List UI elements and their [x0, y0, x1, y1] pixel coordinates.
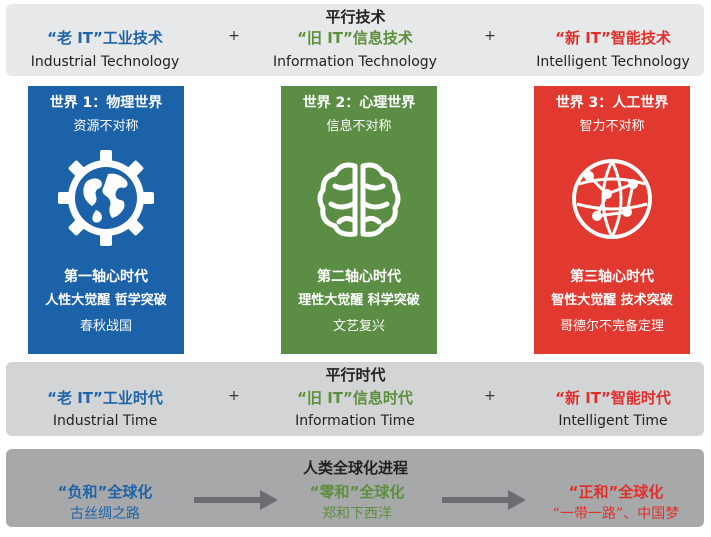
zero-sum-globalization-label: “零和”全球化: [309, 483, 405, 501]
world-3-breakthrough: 智性大觉醒 技术突破: [551, 293, 673, 308]
belt-and-road-china-dream-label: “一带一路”、中国梦: [552, 506, 680, 522]
world-2-era: 第二轴心时代: [317, 269, 401, 285]
globe-gear-icon: [58, 150, 154, 246]
plus-sign: +: [228, 388, 240, 404]
world-3-artificial-card: 世界 3：人工世界 智力不对称 第三轴心时代 智性大觉醒 技术突破 哥德尔不完备…: [534, 86, 690, 354]
plus-sign: +: [484, 388, 496, 404]
world-1-breakthrough: 人性大觉醒 哲学突破: [45, 293, 167, 308]
world-1-period: 春秋战国: [79, 319, 132, 334]
world-3-title: 世界 3：人工世界: [555, 95, 669, 111]
plus-sign: +: [228, 28, 240, 44]
world-1-subtitle: 资源不对称: [73, 119, 139, 134]
arrow-right-icon: [194, 490, 278, 510]
plus-sign: +: [484, 28, 496, 44]
old-it-industrial-tech-label: “老 IT”工业技术: [47, 29, 163, 47]
world-2-subtitle: 信息不对称: [326, 119, 392, 134]
intelligent-technology-label: Intelligent Technology: [536, 54, 690, 70]
old-it-information-tech-label: “旧 IT”信息技术: [297, 29, 413, 47]
industrial-time-label: Industrial Time: [52, 413, 158, 429]
parallel-technology-band: [6, 4, 704, 76]
world-1-title: 世界 1：物理世界: [49, 95, 163, 111]
new-it-intelligent-time-label: “新 IT”智能时代: [555, 389, 671, 407]
world-1-physical-card: 世界 1：物理世界 资源不对称 第一轴心时代 人性大觉醒 哲学突破 春秋战国: [28, 86, 184, 354]
zheng-he-voyages-label: 郑和下西洋: [322, 506, 392, 522]
world-2-title: 世界 2：心理世界: [302, 95, 416, 111]
globalization-band: [6, 449, 704, 527]
intelligent-time-label: Intelligent Time: [558, 413, 668, 429]
old-it-industrial-time-label: “老 IT”工业时代: [47, 389, 163, 407]
information-technology-label: Information Technology: [273, 54, 437, 70]
industrial-technology-label: Industrial Technology: [30, 54, 180, 70]
parallel-time-title: 平行时代: [325, 366, 386, 384]
globalization-title: 人类全球化进程: [302, 459, 408, 477]
world-2-breakthrough: 理性大觉醒 科学突破: [298, 293, 420, 308]
network-globe-icon: [572, 159, 652, 239]
new-it-intelligent-tech-label: “新 IT”智能技术: [555, 29, 671, 47]
arrow-right-icon: [442, 490, 526, 510]
negative-sum-globalization-label: “负和”全球化: [57, 483, 153, 501]
parallel-technology-title: 平行技术: [325, 8, 386, 26]
parallel-time-band: [6, 362, 704, 436]
world-3-period: 哥德尔不完备定理: [559, 319, 664, 334]
brain-icon: [317, 162, 401, 237]
old-it-information-time-label: “旧 IT”信息时代: [297, 389, 413, 407]
ancient-silk-road-label: 古丝绸之路: [70, 506, 140, 522]
world-2-psychological-card: 世界 2：心理世界 信息不对称 第二轴心时代 理性大觉醒 科学突破 文艺复兴: [281, 86, 437, 354]
world-3-era: 第三轴心时代: [570, 269, 654, 285]
world-1-era: 第一轴心时代: [64, 269, 148, 285]
information-time-label: Information Time: [295, 413, 415, 429]
world-3-subtitle: 智力不对称: [579, 119, 645, 134]
world-2-period: 文艺复兴: [332, 319, 385, 334]
positive-sum-globalization-label: “正和”全球化: [568, 483, 664, 501]
